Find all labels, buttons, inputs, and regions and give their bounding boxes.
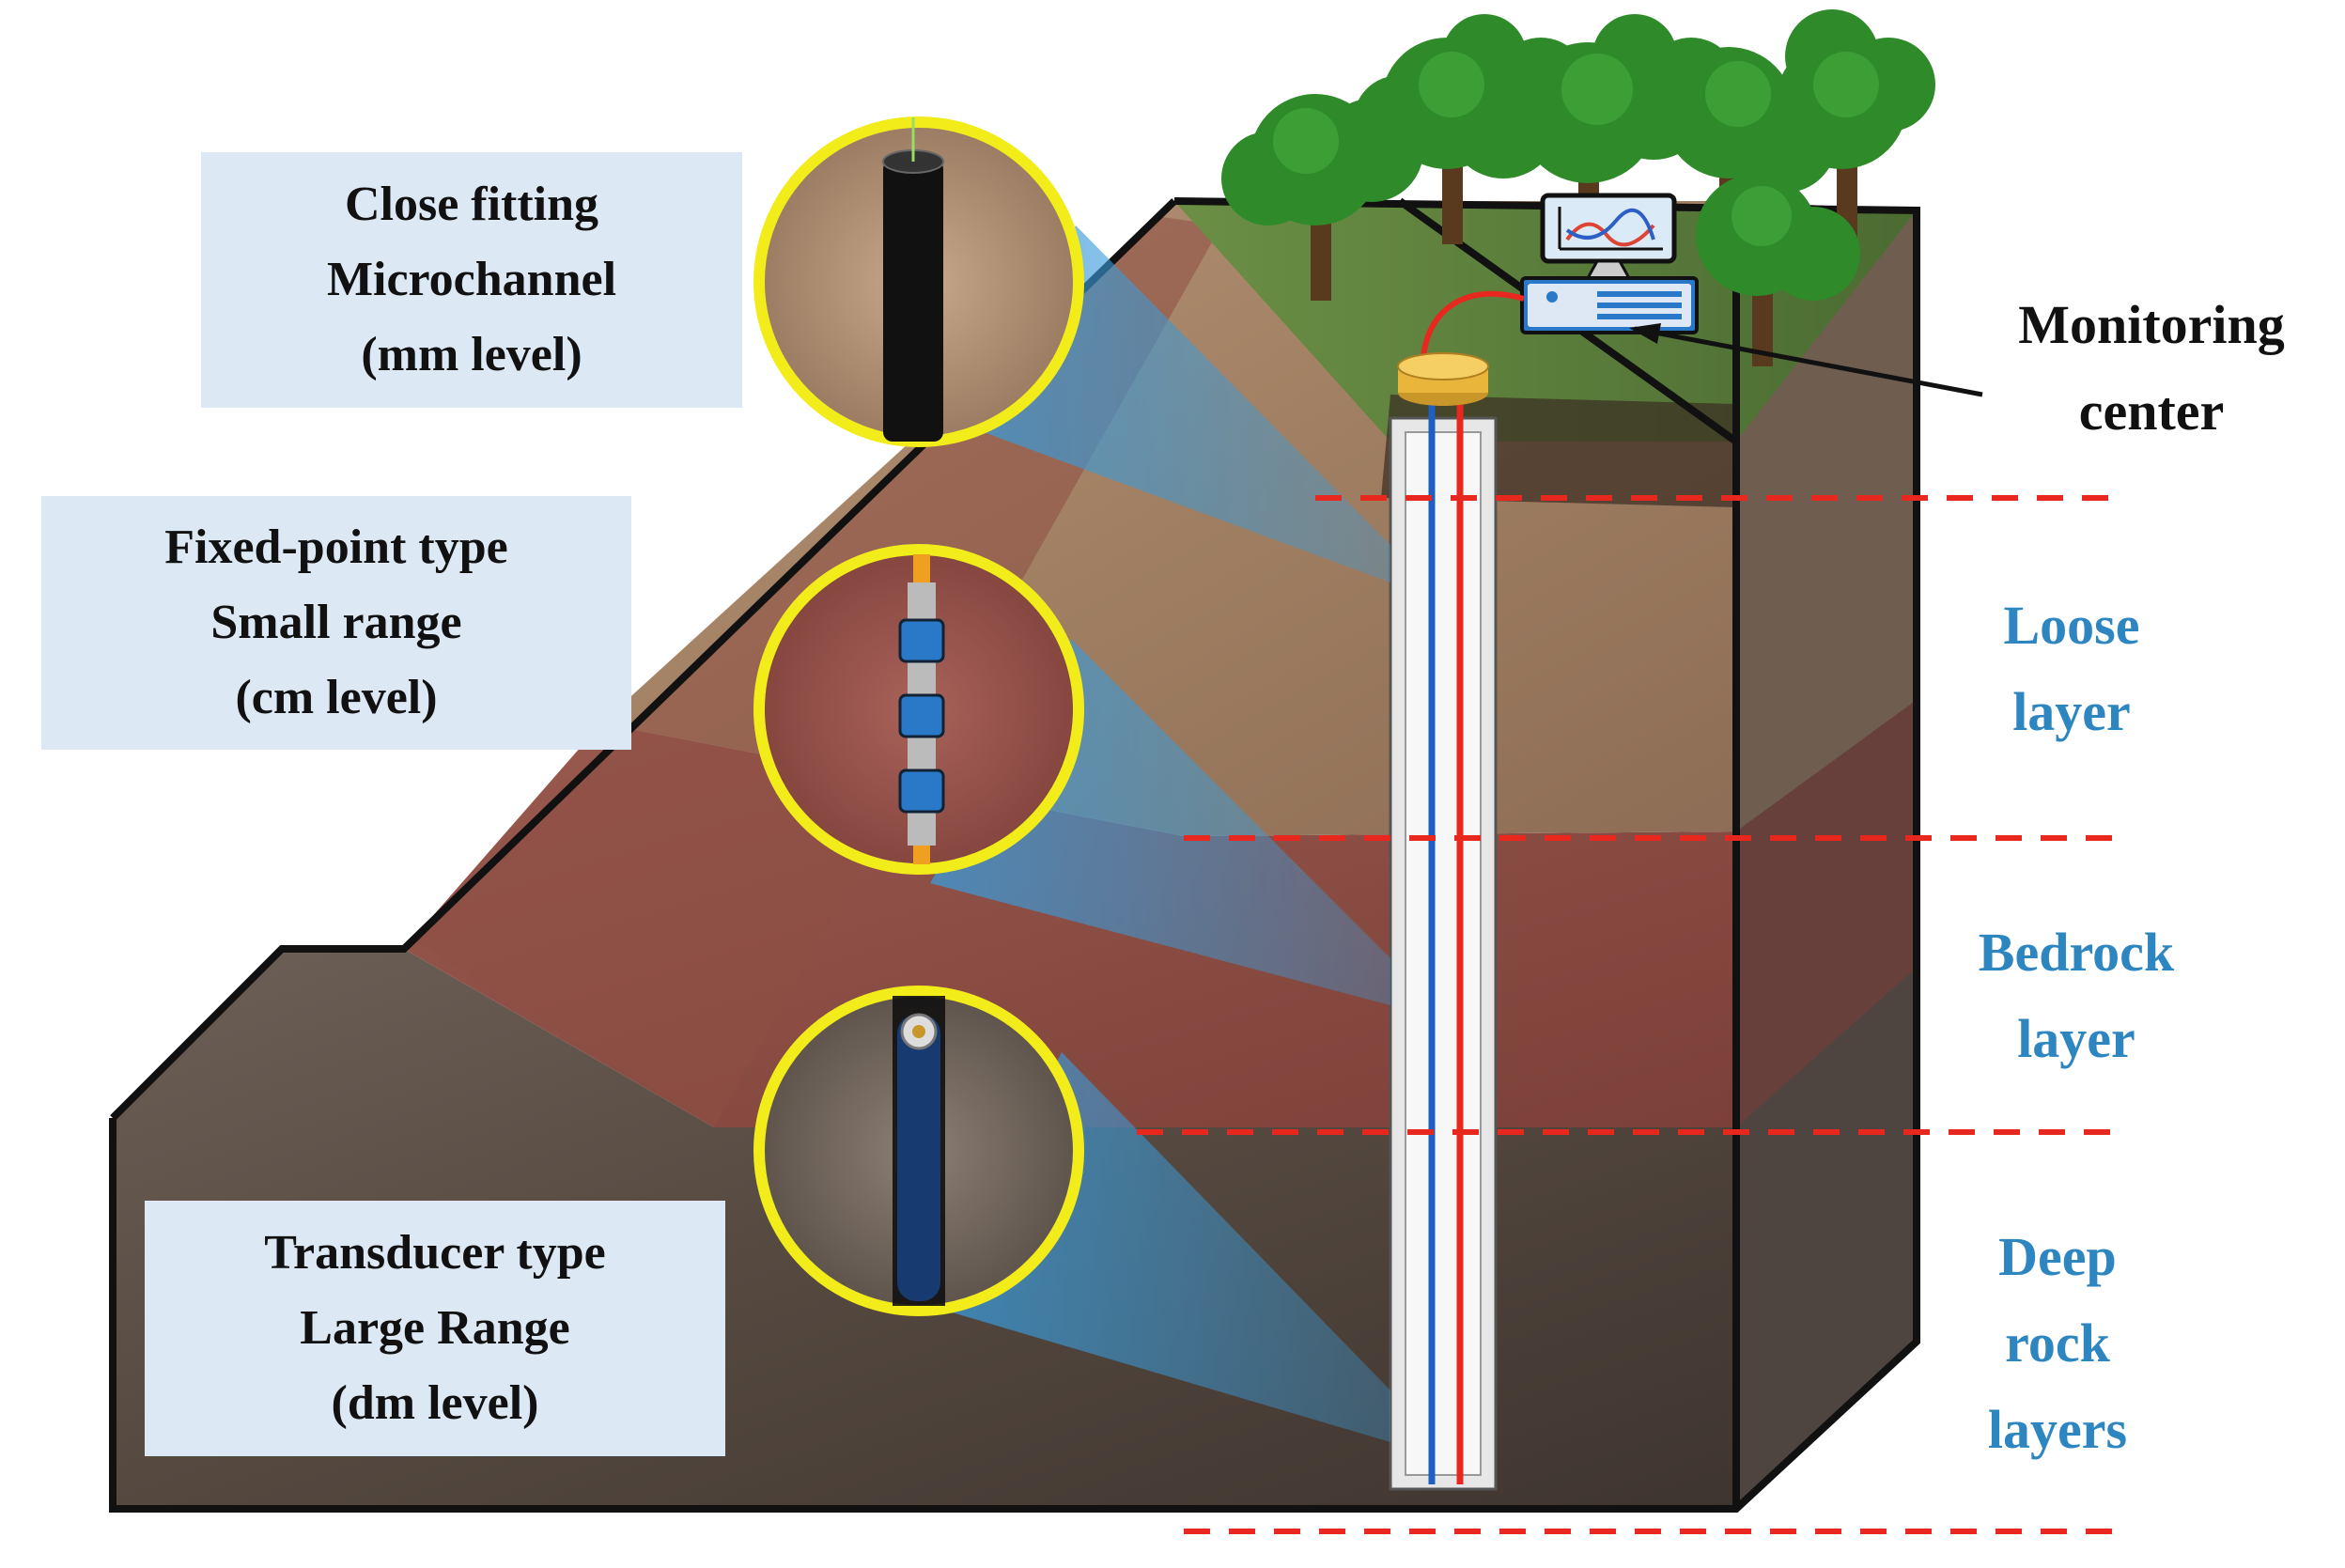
data-logger-icon — [1520, 276, 1699, 334]
label-microchannel-line3: (mm level) — [361, 328, 582, 381]
monitoring-pointer — [1634, 326, 1983, 397]
label-deep-rock-layers: Deep rock layers — [1898, 1214, 2217, 1473]
label-monitoring-line2: center — [2078, 380, 2225, 442]
logger-cable — [1421, 290, 1525, 358]
lens-fixed-point — [753, 544, 1084, 875]
label-microchannel-line1: Close fitting — [344, 178, 599, 231]
label-bedrock-line2: layer — [2017, 1008, 2135, 1069]
label-fixed-point: Fixed-point type Small range (cm level) — [41, 496, 631, 750]
label-monitoring-line1: Monitoring — [2018, 294, 2285, 355]
label-transducer-line1: Transducer type — [264, 1226, 606, 1280]
borehole-cap — [1397, 352, 1489, 406]
label-monitoring-center: Monitoring center — [1964, 282, 2339, 455]
monitoring-pointer-arrowhead — [1629, 323, 1661, 344]
label-deep-line2: rock — [2005, 1312, 2110, 1374]
label-fixed-point-line1: Fixed-point type — [164, 520, 508, 574]
label-transducer-line3: (dm level) — [331, 1376, 539, 1430]
monitor-screen-icon — [1540, 193, 1677, 280]
label-deep-line1: Deep — [1998, 1226, 2117, 1287]
label-deep-line3: layers — [1987, 1399, 2128, 1460]
label-transducer-line2: Large Range — [300, 1301, 570, 1355]
lens-microchannel — [753, 116, 1084, 447]
label-transducer: Transducer type Large Range (dm level) — [145, 1201, 725, 1456]
borehole — [1389, 395, 1498, 1491]
label-microchannel: Close fitting Microchannel (mm level) — [201, 152, 742, 408]
label-loose-layer: Loose layer — [1917, 582, 2227, 755]
lens-transducer — [753, 986, 1084, 1316]
layer-boundaries — [1137, 495, 2114, 1534]
label-microchannel-line2: Microchannel — [326, 253, 617, 306]
label-fixed-point-line3: (cm level) — [235, 671, 438, 724]
label-loose-line2: layer — [2012, 681, 2131, 742]
label-loose-line1: Loose — [2003, 595, 2140, 656]
tree-cluster — [1221, 9, 1935, 366]
label-bedrock-layer: Bedrock layer — [1917, 909, 2236, 1082]
label-bedrock-line1: Bedrock — [1978, 922, 2175, 983]
label-fixed-point-line2: Small range — [210, 596, 462, 649]
